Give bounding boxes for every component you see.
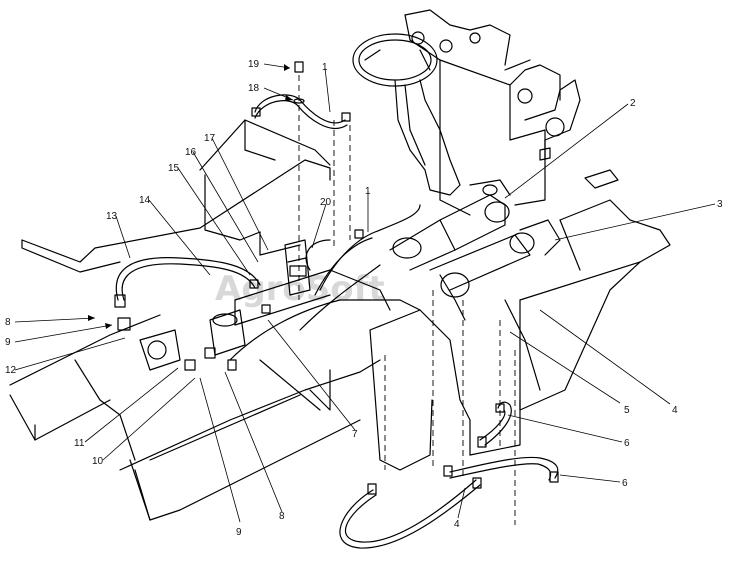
callout-17: 17 bbox=[204, 133, 216, 144]
callout-16: 16 bbox=[185, 147, 197, 158]
left-frame-rail bbox=[9, 159, 381, 521]
callout-7: 7 bbox=[352, 429, 358, 440]
hose-6-lower bbox=[449, 456, 559, 481]
fittings bbox=[114, 61, 559, 495]
callout-12: 12 bbox=[5, 365, 17, 376]
callout-8-left: 8 bbox=[5, 317, 11, 328]
callout-6-lower: 6 bbox=[622, 478, 628, 489]
callout-4-bottom: 4 bbox=[454, 519, 460, 530]
callout-10: 10 bbox=[92, 456, 104, 467]
callout-1-mid: 1 bbox=[365, 186, 371, 197]
hose-1 bbox=[254, 94, 348, 130]
lift-arm-tower bbox=[404, 9, 619, 216]
callout-1-top: 1 bbox=[322, 62, 328, 73]
hose-4-lower bbox=[339, 479, 481, 549]
assembly-lines bbox=[298, 75, 516, 525]
callout-9-bottom: 9 bbox=[236, 527, 242, 538]
hose-13 bbox=[115, 257, 261, 301]
callout-15: 15 bbox=[168, 163, 180, 174]
hydraulic-cylinder-lower bbox=[429, 219, 561, 321]
callout-19: 19 bbox=[248, 59, 260, 70]
hose-central bbox=[229, 204, 421, 361]
callout-11: 11 bbox=[74, 438, 85, 449]
callout-5: 5 bbox=[624, 405, 630, 416]
callout-14: 14 bbox=[139, 195, 151, 206]
callout-2: 2 bbox=[630, 98, 636, 109]
callout-6-upper: 6 bbox=[624, 438, 630, 449]
chassis-body bbox=[339, 199, 671, 471]
leader-arrowheads bbox=[88, 64, 293, 329]
cross-member bbox=[199, 119, 391, 411]
callout-20: 20 bbox=[320, 197, 332, 208]
callout-9-left: 9 bbox=[5, 337, 11, 348]
hydraulic-cylinder-upper bbox=[389, 179, 511, 271]
callout-13: 13 bbox=[106, 211, 118, 222]
callout-18: 18 bbox=[248, 83, 260, 94]
filter-unit bbox=[139, 309, 246, 371]
callout-3: 3 bbox=[717, 199, 723, 210]
callout-labels: 19 18 1 17 16 15 14 13 20 1 2 3 8 9 12 1… bbox=[5, 59, 723, 538]
leader-lines bbox=[14, 63, 716, 523]
steering-column bbox=[352, 33, 461, 196]
callout-4-right: 4 bbox=[672, 405, 678, 416]
valve-block bbox=[284, 239, 311, 296]
callout-8-bottom: 8 bbox=[279, 511, 285, 522]
